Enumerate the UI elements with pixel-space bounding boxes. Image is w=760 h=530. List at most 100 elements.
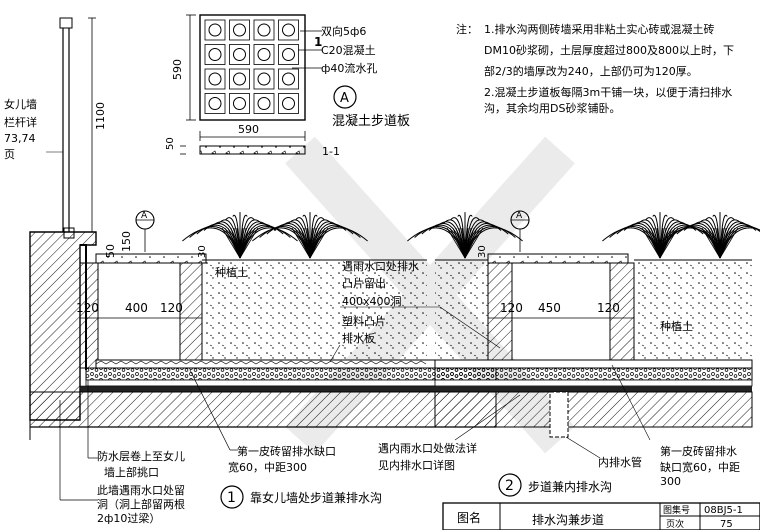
general-notes: 注： 1.排水沟两侧砖墙采用非粘土实心砖或混凝土砖 DM10砂浆砌，土层厚度超过… — [456, 22, 734, 115]
note-line-5: 沟，其余均用DS砂浆铺卧。 — [484, 101, 620, 115]
detail2-soil-label: 种植土 — [660, 319, 693, 333]
slab-title: 混凝土步道板 — [332, 113, 410, 129]
titleblock-atlas-label: 图集号 — [663, 504, 690, 516]
drain-hole — [282, 72, 295, 86]
detail2-dim-450: 450 — [538, 301, 561, 315]
plants-right — [407, 212, 760, 259]
waterproof-label-1: 防水层卷上至女儿 — [97, 449, 185, 463]
plant — [602, 212, 718, 259]
titleblock-page-label: 页次 — [666, 518, 684, 530]
detail1-notch-label-2: 宽60，中距300 — [228, 460, 307, 474]
drain-hole — [282, 97, 295, 110]
board-label-1: 塑料凸片 — [342, 314, 386, 328]
slab-width-dim: 590 — [238, 123, 259, 136]
slab-height-dim: 590 — [171, 59, 184, 80]
drain-hole — [208, 48, 222, 61]
waterproof-label-2: 墙上部挑口 — [104, 465, 159, 479]
drain-hole — [282, 48, 295, 61]
inlet-label-1: 遇内雨水口处做法详 — [378, 441, 477, 455]
slab-thickness-dim: 50 — [165, 137, 176, 150]
detail-2: A 30 120 450 120 种植土 内排水管 第一皮砖留排水 缺口宽60，… — [407, 210, 760, 497]
drain-hole — [208, 72, 222, 86]
slab-grid-cell — [229, 44, 250, 65]
slab-grid-cell — [229, 19, 250, 41]
dim-150: 150 — [120, 231, 133, 252]
pipe-label: 内排水管 — [598, 455, 642, 469]
slab-grid-cell — [253, 68, 275, 90]
slab-grid-cell — [253, 93, 275, 114]
parapet-label-3: 73,74 — [4, 132, 36, 145]
slab-marker: A — [340, 91, 349, 106]
slab-plan: 1 双向5ф6 C20混凝土 ф40流水孔 590 590 50 1-1 A 混… — [165, 14, 410, 158]
detail2-dim-120-a: 120 — [500, 301, 523, 315]
parapet-label-2: 栏杆详 — [4, 115, 37, 129]
drain-hole — [257, 48, 271, 61]
dim-120-a: 120 — [76, 301, 99, 315]
slab-concrete-label: C20混凝土 — [321, 43, 376, 57]
plant — [662, 212, 760, 259]
dim-30-left: 30 — [197, 245, 208, 258]
detail1-number: 1 — [227, 490, 236, 506]
titleblock-name-label: 图名 — [457, 510, 481, 525]
slab-grid-cell — [253, 19, 275, 41]
drain-hole — [282, 23, 295, 37]
detail1-notch-label-1: 第一皮砖留排水缺口 — [237, 444, 336, 458]
note-line-4: 2.混凝土步道板每隔3m干铺一块，以便于清扫排水 — [484, 85, 732, 99]
opening-label-2: 凸片留出 — [342, 276, 386, 290]
notes-heading: 注： — [456, 22, 478, 36]
detail1-title: 靠女儿墙处步道兼排水沟 — [250, 490, 382, 505]
drain-hole — [233, 72, 246, 86]
detail2-dim-120-b: 120 — [597, 301, 620, 315]
note-line-1: 1.排水沟两侧砖墙采用非粘土实心砖或混凝土砖 — [484, 22, 715, 36]
note-line-3: 部2/3的墙厚改为240，上部仍可为120厚。 — [484, 64, 698, 78]
detail2-dim-30: 30 — [477, 245, 488, 258]
drain-hole — [233, 23, 246, 37]
inlet-label-2: 见内排水口详图 — [378, 458, 455, 472]
title-block: 图名 排水沟兼步道 图集号 08BJ5-1 页次 75 — [442, 502, 760, 530]
slab-section-label: 1-1 — [322, 145, 340, 158]
slab-rebar-label: 双向5ф6 — [321, 24, 366, 38]
detail2-notch-label-1: 第一皮砖留排水 — [660, 444, 737, 458]
note-line-2: DM10砂浆砌，土层厚度超过800及800以上时，下 — [484, 43, 734, 57]
detail2-notch-label-2: 缺口宽60，中距 — [660, 460, 740, 474]
dim-400: 400 — [125, 301, 148, 315]
drain-hole — [257, 72, 271, 86]
opening-label-3: 400x400洞 — [342, 295, 402, 308]
drain-hole — [257, 97, 271, 110]
detail1-soil-label: 种植土 — [215, 265, 248, 279]
slab-grid-cell — [278, 93, 299, 114]
titleblock-name-value: 排水沟兼步道 — [532, 513, 604, 527]
drain-hole — [233, 97, 246, 110]
reinforce-label-2: 洞（洞上部留两根 — [97, 497, 185, 511]
drain-hole — [233, 48, 246, 61]
slab-grid-cell — [204, 44, 226, 65]
detail2-number: 2 — [505, 478, 514, 494]
drain-hole — [208, 97, 222, 110]
titleblock-atlas-value: 08BJ5-1 — [704, 505, 743, 516]
slab-outline — [199, 14, 306, 121]
slab-grid-cell — [278, 19, 299, 41]
detail1-marker: A — [141, 211, 148, 221]
opening-label-1: 遇雨水口处排水 — [342, 259, 419, 273]
railing-height-dim: 1100 — [94, 102, 107, 130]
reinforce-label-1: 此墙遇雨水口处留 — [97, 483, 185, 497]
slab-grid-cell — [229, 68, 250, 90]
reinforce-label-3: 2ф10过梁） — [97, 511, 160, 525]
dim-120-b: 120 — [160, 301, 183, 315]
detail2-title: 步道兼内排水沟 — [528, 480, 612, 494]
plants-left — [182, 212, 368, 259]
detail2-marker: A — [516, 211, 523, 221]
parapet-label-4: 页 — [4, 148, 15, 161]
slab-grid-cell — [278, 44, 299, 65]
slab-grid-cell — [204, 68, 226, 90]
drain-hole — [257, 23, 271, 37]
slab-grid-cell — [229, 93, 250, 114]
board-label-2: 排水板 — [342, 331, 375, 345]
plant — [252, 212, 368, 259]
slab-grid-cell — [253, 44, 275, 65]
detail-1: 1100 女儿墙 栏杆详 73,74 页 50 150 A 30 120 400… — [4, 17, 497, 525]
titleblock-page-value: 75 — [720, 519, 733, 530]
slab-section-mark: 1 — [314, 35, 322, 49]
